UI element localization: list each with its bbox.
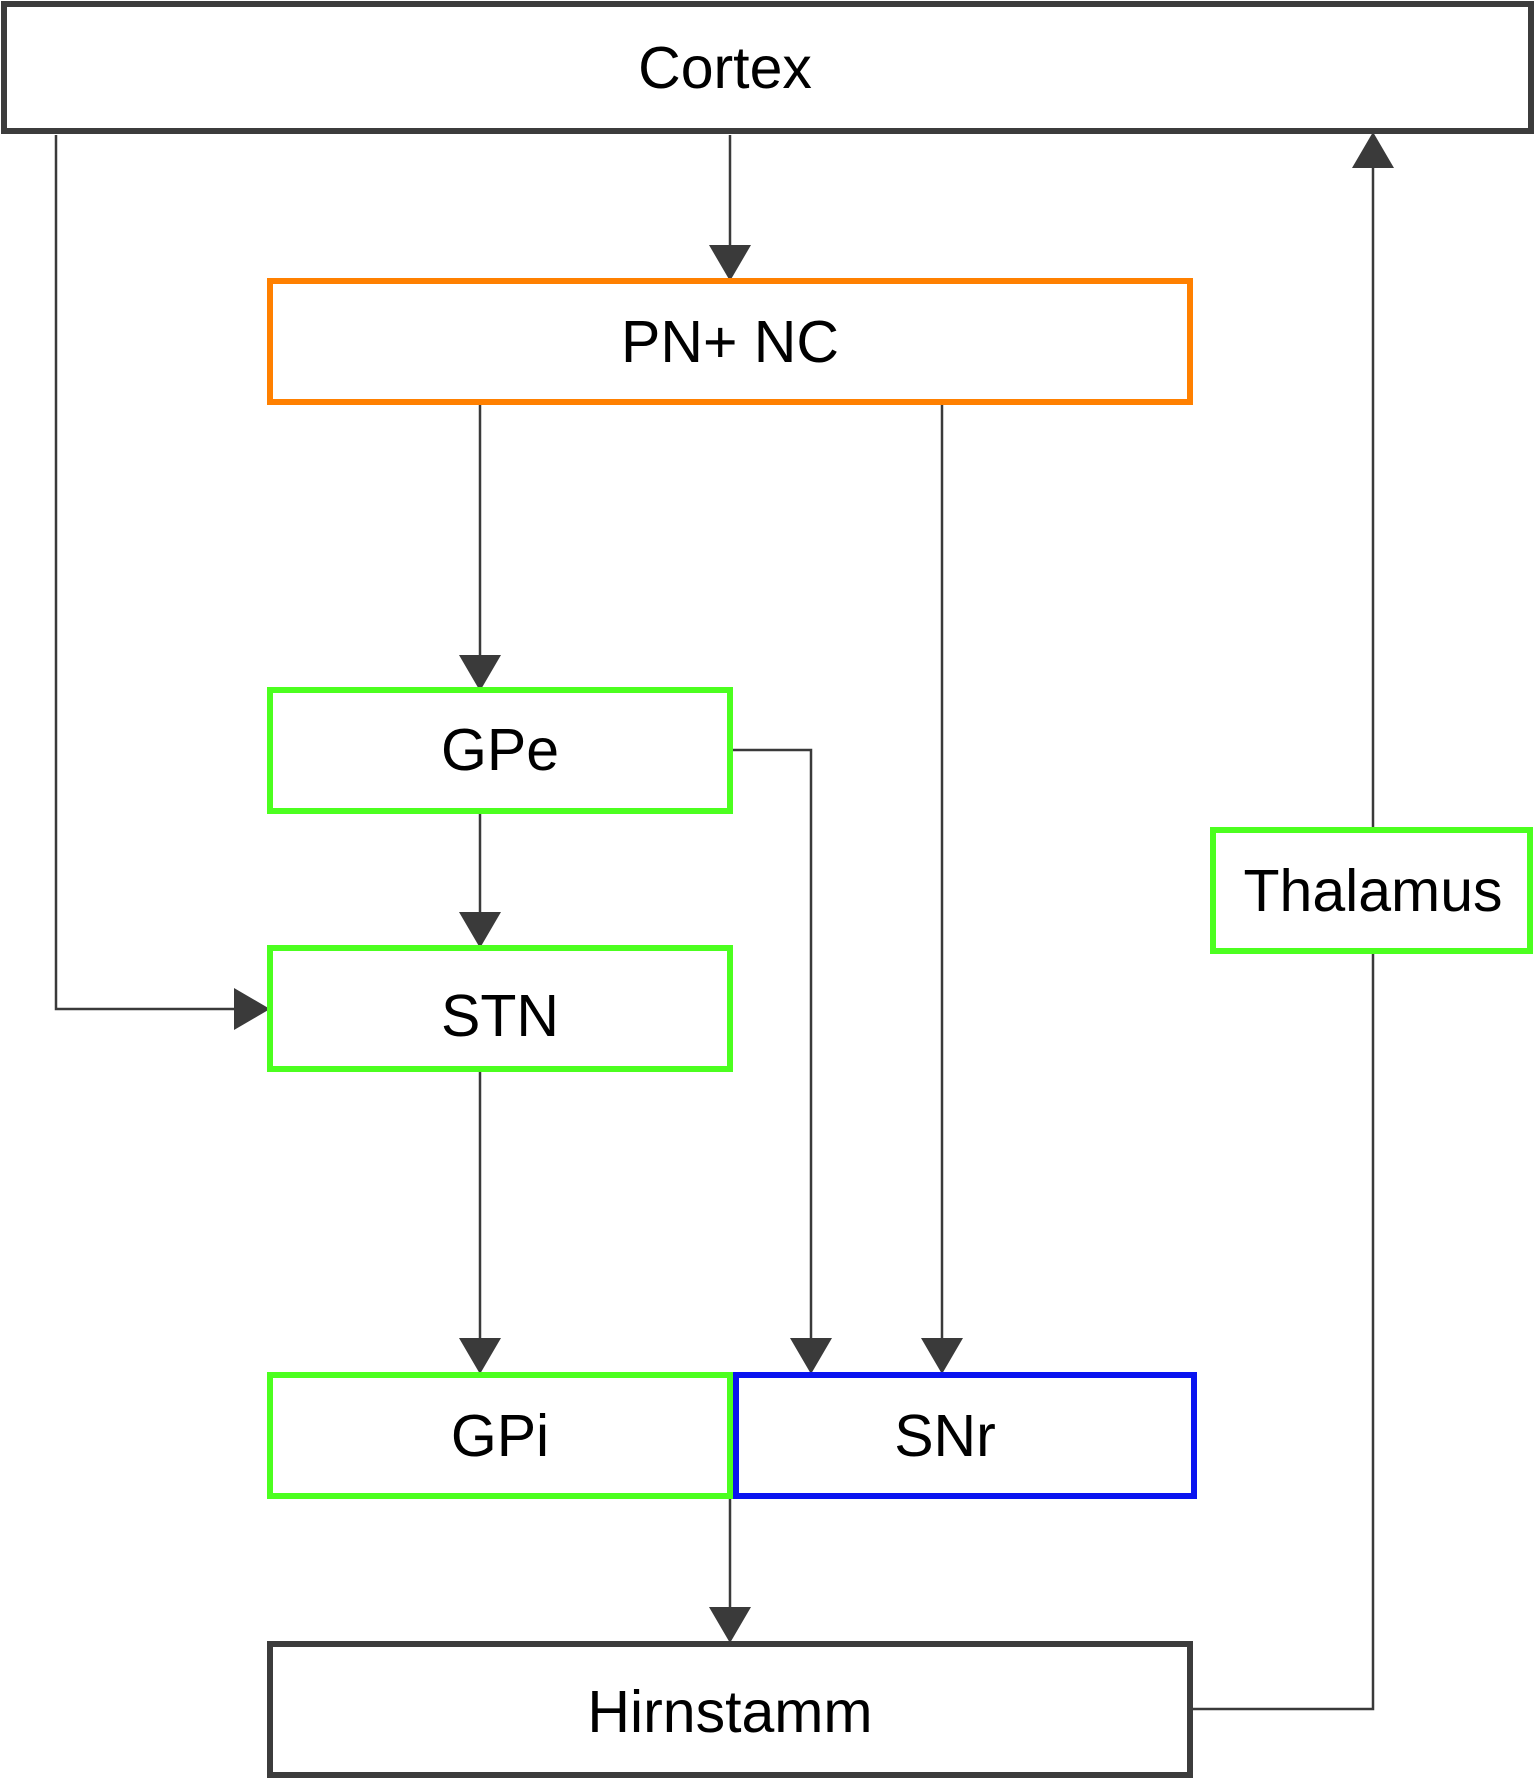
pn-nc-box xyxy=(267,278,1193,405)
snr-label: SNr xyxy=(894,1403,996,1469)
node-cortex: Cortex xyxy=(1,1,1534,134)
gpi-box xyxy=(267,1372,733,1499)
arrowhead-stn-to-gpi xyxy=(459,1338,501,1374)
node-gpe: GPe xyxy=(267,687,733,814)
arrowhead-gpe-to-stn xyxy=(459,912,501,948)
edge-hirnstamm-to-thalamus xyxy=(1191,954,1375,1711)
arrowhead-cortex-to-pn-nc xyxy=(709,245,751,281)
thalamus-label: Thalamus xyxy=(1243,858,1502,924)
pn-nc-label: PN+ NC xyxy=(621,309,839,375)
stn-label: STN xyxy=(441,983,559,1049)
edge-gpe-to-snr xyxy=(731,748,813,1341)
gpe-label: GPe xyxy=(441,717,559,783)
stn-box xyxy=(267,945,733,1072)
node-hirnstamm: Hirnstamm xyxy=(267,1641,1193,1778)
thalamus-box xyxy=(1210,827,1533,954)
hirnstamm-box xyxy=(267,1641,1193,1778)
cortex-box xyxy=(1,1,1534,134)
arrowhead-gpe-to-snr xyxy=(790,1338,832,1374)
arrowhead-pn-nc-to-snr xyxy=(921,1338,963,1374)
arrowhead-thalamus-to-cortex xyxy=(1352,132,1394,168)
edge-cortex-to-stn xyxy=(54,135,238,1011)
edges xyxy=(54,132,1394,1711)
node-snr: SNr xyxy=(733,1372,1197,1499)
node-stn: STN xyxy=(267,945,733,1072)
node-thalamus: Thalamus xyxy=(1210,827,1533,954)
arrowhead-gpi-to-hirnstamm xyxy=(709,1607,751,1643)
node-gpi: GPi xyxy=(267,1372,733,1499)
arrowhead-pn-nc-to-gpe xyxy=(459,655,501,691)
snr-box xyxy=(733,1372,1197,1499)
gpi-label: GPi xyxy=(451,1403,549,1469)
gpe-box xyxy=(267,687,733,814)
arrowhead-cortex-to-stn xyxy=(234,988,270,1030)
node-pn-nc: PN+ NC xyxy=(267,278,1193,405)
hirnstamm-label: Hirnstamm xyxy=(587,1679,872,1745)
cortex-label: Cortex xyxy=(638,35,812,101)
